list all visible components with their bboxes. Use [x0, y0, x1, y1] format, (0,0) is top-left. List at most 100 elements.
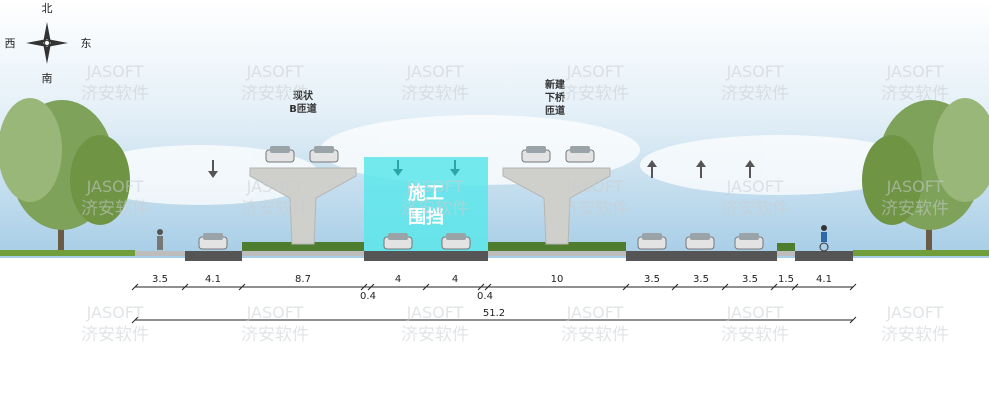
watermark-cn: 济安软件: [81, 84, 149, 104]
watermark-cn: 济安软件: [561, 325, 629, 345]
tree-left: [0, 98, 130, 252]
hoarding-label-line1: 施工: [408, 182, 444, 204]
dim-separator: 1.5: [778, 274, 794, 285]
watermark-brand: JASOFT: [86, 62, 144, 81]
arrow-up-icon: [647, 160, 657, 178]
dim-sidewalk-left: 3.5: [152, 274, 168, 285]
car: [565, 146, 595, 163]
car: [734, 233, 764, 250]
watermark-cn: 济安软件: [881, 325, 949, 345]
watermark-cn: 济安软件: [241, 325, 309, 345]
dim-gap-left: 0.4: [360, 291, 376, 302]
total-dimension-line: [131, 316, 857, 324]
dim-hoarding-lane-2: 4: [452, 274, 458, 285]
dim-hoarding-lane-1: 4: [395, 274, 401, 285]
watermark-brand: JASOFT: [86, 177, 144, 196]
watermark-cn: 济安软件: [401, 84, 469, 104]
watermark-brand: JASOFT: [886, 303, 944, 322]
watermark-brand: JASOFT: [886, 62, 944, 81]
dim-gap-right: 0.4: [477, 291, 493, 302]
car: [685, 233, 715, 250]
watermark-cn: 济安软件: [881, 84, 949, 104]
car: [265, 146, 295, 163]
grass-left: [0, 250, 135, 256]
cars: [198, 146, 764, 250]
existing-ramp-label-line1: 现状: [293, 89, 314, 102]
car: [383, 233, 413, 250]
watermark-cn: 济安软件: [241, 199, 309, 219]
hoarding-label-line2: 围挡: [408, 206, 444, 228]
cyclist-figure: [819, 225, 829, 252]
watermark-brand: JASOFT: [726, 62, 784, 81]
existing-ramp-label-line2: B匝道: [289, 102, 317, 115]
dimension-ticks: [131, 283, 857, 291]
dim-total-width: 51.2: [483, 308, 505, 319]
watermark-cn: 济安软件: [561, 199, 629, 219]
dim-lane-right-1: 3.5: [644, 274, 660, 285]
ground-area: [0, 258, 989, 411]
direction-arrows: [208, 160, 755, 178]
watermark-cn: 济安软件: [401, 199, 469, 219]
watermark-brand: JASOFT: [726, 177, 784, 196]
dim-median-left: 8.7: [295, 274, 311, 285]
car: [441, 233, 471, 250]
watermark-cn: 济安软件: [81, 199, 149, 219]
dim-lane-left: 4.1: [205, 274, 221, 285]
new-ramp-label-line1: 新建: [545, 78, 566, 91]
construction-hoarding: [364, 157, 488, 251]
car: [521, 146, 551, 163]
watermark-brand: JASOFT: [406, 62, 464, 81]
dim-median-right: 10: [551, 274, 564, 285]
compass-west-label: 西: [5, 37, 16, 50]
watermark-cn: 济安软件: [561, 84, 629, 104]
new-ramp-label-line3: 匝道: [545, 104, 565, 117]
arrow-down-icon: [450, 160, 460, 176]
hoarding-arrows: [393, 160, 460, 176]
dim-lane-right-2: 3.5: [693, 274, 709, 285]
existing-ramp-pier: [249, 167, 357, 245]
new-ramp-pier: [502, 167, 611, 245]
compass-rose: [26, 22, 68, 64]
dimension-line-row: [131, 283, 857, 291]
watermark-brand: JASOFT: [406, 303, 464, 322]
compass-north-label: 北: [42, 2, 53, 15]
median-hedge-right: [488, 242, 626, 251]
watermark-brand: JASOFT: [246, 177, 304, 196]
compass-south-label: 南: [42, 72, 53, 85]
arrow-up-icon: [745, 160, 755, 178]
compass-east-label: 东: [81, 37, 92, 50]
watermark-cn: 济安软件: [401, 325, 469, 345]
watermark-cn: 济安软件: [721, 84, 789, 104]
watermark-layer: JASOFT 济安软件 JASOFT 济安软件 JASOFT 济安软件 JASOFT 济安软件…: [81, 62, 949, 345]
grass-right: [853, 250, 989, 256]
road-surface: [135, 251, 853, 261]
car: [309, 146, 339, 163]
hedge-bike-separator: [777, 243, 795, 251]
arrow-down-icon: [393, 160, 403, 176]
watermark-brand: JASOFT: [246, 303, 304, 322]
watermark-brand: JASOFT: [406, 177, 464, 196]
watermark-brand: JASOFT: [886, 177, 944, 196]
arrow-down-icon: [208, 160, 218, 178]
dim-bike-lane: 4.1: [816, 274, 832, 285]
dim-lane-right-3: 3.5: [742, 274, 758, 285]
pedestrian-figure: [157, 229, 163, 250]
watermark-brand: JASOFT: [566, 303, 624, 322]
tree-right: [862, 98, 989, 252]
median-hedge-left: [242, 242, 364, 251]
car: [198, 233, 228, 250]
watermark-brand: JASOFT: [86, 303, 144, 322]
car: [637, 233, 667, 250]
arrow-up-icon: [696, 160, 706, 178]
new-ramp-label-line2: 下桥: [545, 91, 566, 104]
watermark-cn: 济安软件: [81, 325, 149, 345]
watermark-cn: 济安软件: [241, 84, 309, 104]
watermark-brand: JASOFT: [246, 62, 304, 81]
watermark-cn: 济安软件: [721, 325, 789, 345]
watermark-brand: JASOFT: [566, 62, 624, 81]
watermark-brand: JASOFT: [566, 177, 624, 196]
watermark-cn: 济安软件: [881, 199, 949, 219]
watermark-brand: JASOFT: [726, 303, 784, 322]
watermark-cn: 济安软件: [721, 199, 789, 219]
